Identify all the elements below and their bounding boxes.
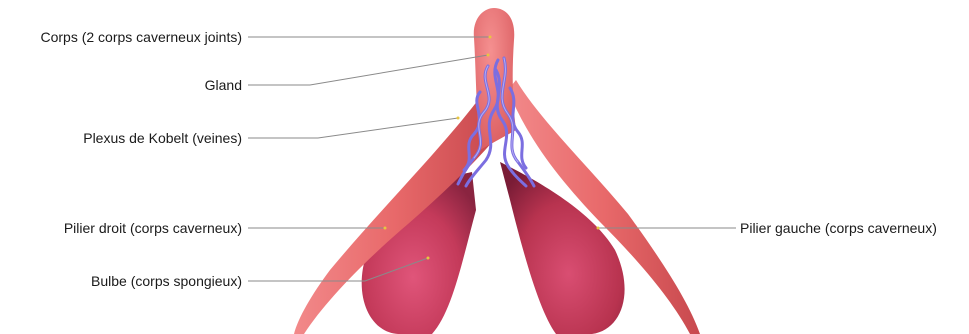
leader-plexus (248, 118, 458, 138)
dot-plexus (457, 117, 460, 120)
dot-corps (489, 36, 492, 39)
dot-bulbe (427, 257, 430, 260)
label-gland: Gland (205, 77, 242, 93)
dot-pilier-gauche (597, 227, 600, 230)
label-corps: Corps (2 corps caverneux joints) (40, 29, 242, 45)
label-pilier-droit: Pilier droit (corps caverneux) (64, 220, 242, 236)
leader-gland (248, 55, 488, 85)
bulb-right (500, 162, 625, 334)
label-plexus: Plexus de Kobelt (veines) (83, 130, 242, 146)
label-bulbe: Bulbe (corps spongieux) (91, 273, 242, 289)
dot-gland (487, 54, 490, 57)
label-pilier-gauche: Pilier gauche (corps caverneux) (740, 220, 937, 236)
dot-pilier-droit (384, 227, 387, 230)
